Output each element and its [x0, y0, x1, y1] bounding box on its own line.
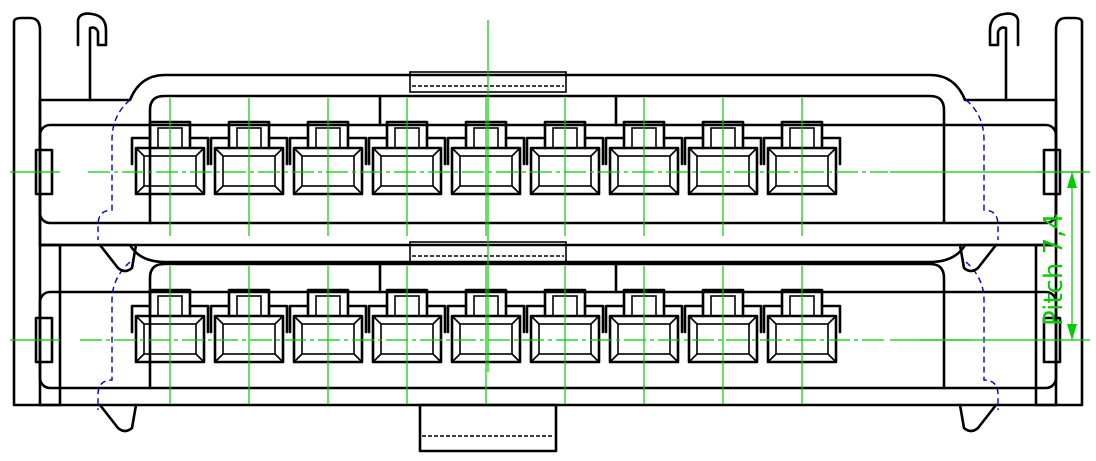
lower-row-body: [38, 243, 1058, 407]
bottom-center-key: [418, 403, 558, 453]
upper-row-pocket: [148, 94, 946, 225]
lower-right-latch-tip: [958, 403, 998, 433]
dimension-arrow-bottom: [1067, 324, 1077, 340]
pitch-dimension: Pitch 7,4: [890, 171, 1090, 341]
dimension-arrow-top: [1067, 172, 1077, 188]
upper-hidden-right: [965, 99, 999, 240]
upper-hidden-left: [97, 99, 131, 240]
pitch-dimension-label: Pitch 7,4: [1039, 213, 1069, 326]
lower-hidden-right: [965, 261, 999, 410]
upper-right-latch-tip: [958, 243, 998, 273]
upper-left-latch-tip: [98, 243, 138, 273]
lower-row-pocket: [148, 262, 946, 390]
upper-row-frame: [38, 123, 1058, 225]
left-hook: [76, 12, 108, 102]
center-lines: [10, 20, 1086, 404]
upper-row: [34, 71, 1062, 247]
lower-hidden-left: [97, 261, 131, 410]
lower-left-latch-tip: [98, 403, 138, 433]
lower-row: [34, 241, 1062, 453]
upper-row-body: [38, 73, 1058, 247]
right-hook: [988, 12, 1020, 102]
